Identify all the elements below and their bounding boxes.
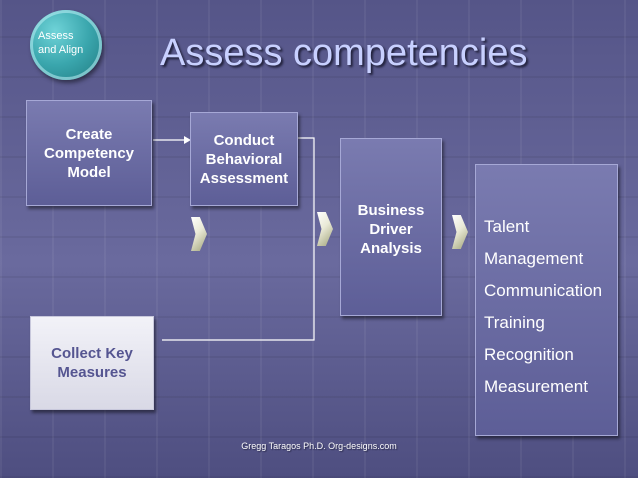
footer-credit: Gregg Taragos Ph.D. Org-designs.com	[241, 441, 397, 451]
chevron-arrow-icon	[317, 212, 333, 246]
conduct-line-2: Behavioral	[205, 150, 283, 168]
chevron-arrow-icon	[452, 215, 468, 249]
outcome-item: Communication	[484, 281, 603, 300]
outcomes-list-box: Talent Management Communication Training…	[475, 164, 618, 436]
outcome-item: Talent	[484, 217, 530, 236]
badge-line-2: and Align	[38, 44, 84, 56]
outcome-item: Measurement	[484, 377, 588, 396]
badge-line-1: Assess	[38, 30, 74, 42]
conduct-line-3: Assessment	[199, 169, 289, 187]
chevron-arrow-icon	[191, 217, 207, 251]
create-to-conduct-arrowhead	[184, 136, 191, 144]
business-line-2: Driver	[369, 221, 413, 238]
create-line-2: Competency	[43, 144, 135, 162]
create-line-1: Create	[65, 125, 113, 143]
collect-line-1: Collect Key	[51, 345, 133, 362]
business-line-3: Analysis	[360, 240, 422, 257]
assess-align-badge: Assess and Align	[30, 10, 102, 80]
outcome-item: Recognition	[484, 345, 574, 364]
collect-key-measures-box: Collect Key Measures	[30, 316, 154, 410]
badge-label: Assess and Align	[38, 29, 102, 57]
business-driver-analysis-box: Business Driver Analysis	[340, 138, 442, 316]
bracket-line	[162, 137, 315, 341]
outcome-item: Management	[484, 249, 584, 268]
slide-title: Assess competencies	[160, 32, 528, 74]
outcome-item: Training	[484, 313, 545, 332]
business-line-1: Business	[357, 202, 425, 219]
collect-line-2: Measures	[57, 364, 127, 381]
create-competency-model-box: Create Competency Model	[26, 100, 152, 206]
conduct-behavioral-assessment-box: Conduct Behavioral Assessment	[190, 112, 298, 206]
conduct-line-1: Conduct	[213, 131, 275, 149]
create-line-3: Model	[67, 163, 111, 181]
